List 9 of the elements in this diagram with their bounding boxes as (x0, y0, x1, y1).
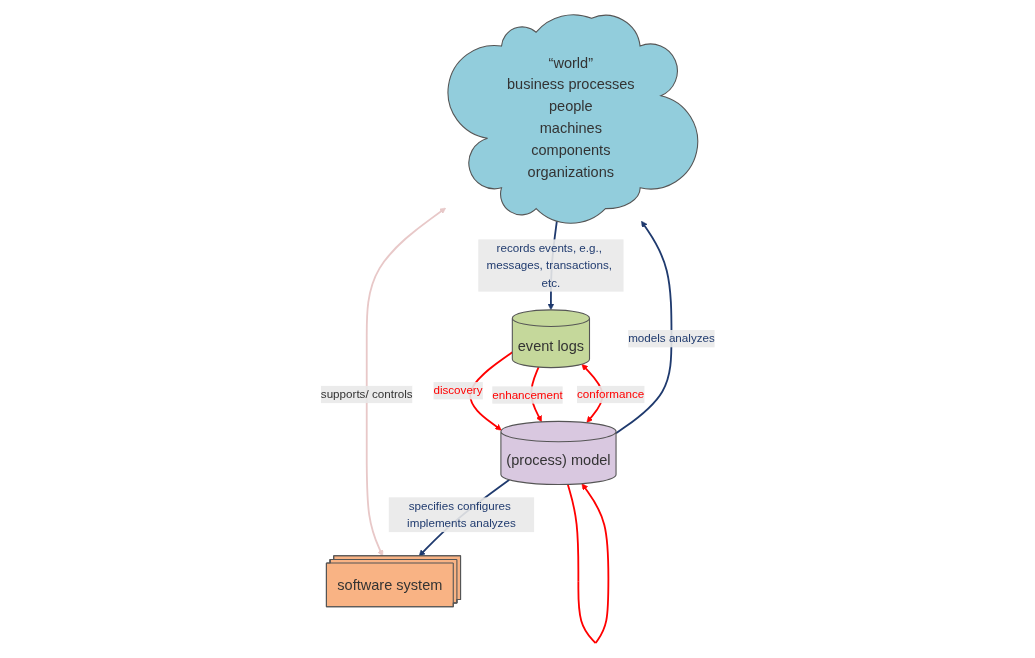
edge-label: enhancement (491, 388, 563, 401)
edge-label: discovery (433, 384, 483, 397)
arrow (566, 483, 609, 644)
arrow (614, 220, 673, 435)
edge-label: supports/ controls (320, 387, 413, 401)
edge-label: conformance (576, 387, 644, 401)
edge-label: records events, e.g., messages, transactions, etc. (486, 241, 612, 289)
edge-label: models analyzes (627, 332, 715, 345)
edge-label: specifies configures implements analyzes (406, 499, 516, 530)
